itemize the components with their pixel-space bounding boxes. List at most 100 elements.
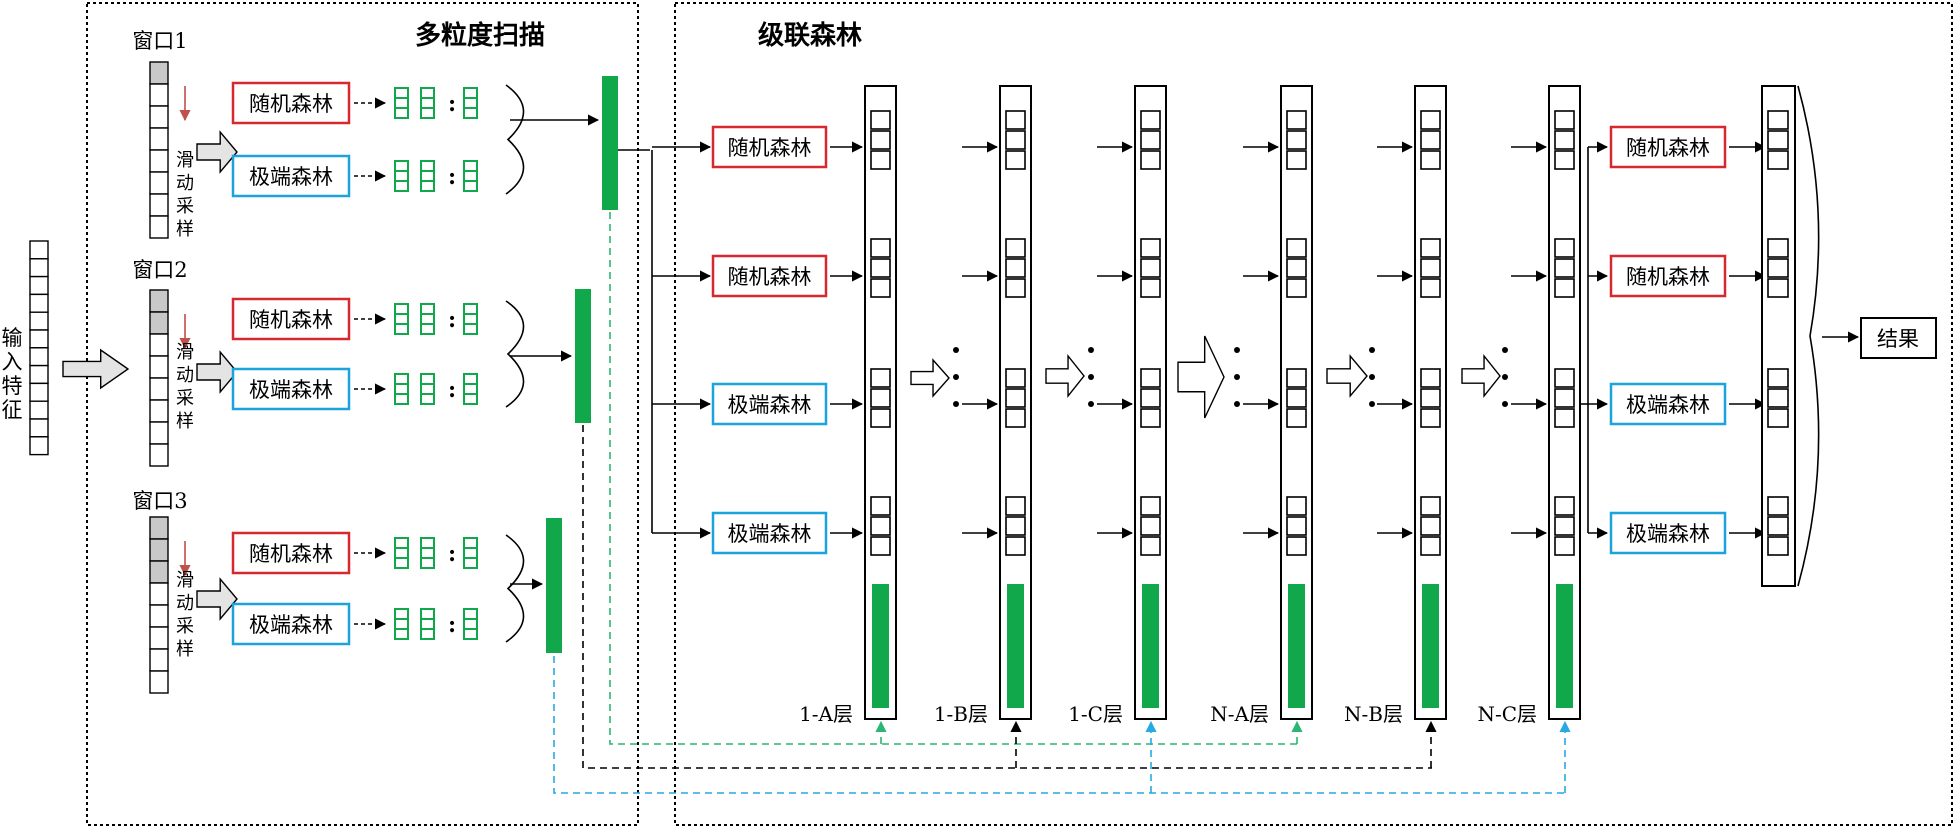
layer-cell bbox=[1420, 516, 1441, 536]
vector-ellipsis: : bbox=[448, 164, 456, 190]
layer-cell bbox=[1005, 130, 1026, 150]
input-cell bbox=[29, 364, 49, 385]
random-forest-box bbox=[231, 81, 351, 125]
final-layer-cell bbox=[1767, 238, 1789, 258]
class-vector-icon bbox=[463, 537, 478, 569]
section-title-cascade: 级联森林 bbox=[758, 20, 862, 51]
layer-transition-dots-dot bbox=[953, 374, 959, 380]
cascade-input-forest-label: 随机森林 bbox=[728, 136, 812, 160]
cascade-input-forest-label: 随机森林 bbox=[728, 265, 812, 289]
window-cell bbox=[149, 127, 169, 151]
layer-cell bbox=[1140, 110, 1161, 130]
window-cell bbox=[149, 377, 169, 401]
cascade-input-forest-label: 极端森林 bbox=[728, 393, 812, 417]
layer-cell bbox=[1286, 496, 1307, 516]
final-layer-cell bbox=[1767, 536, 1789, 556]
sliding-label-char: 动 bbox=[176, 593, 194, 614]
layer-cell bbox=[1286, 278, 1307, 298]
layer-cell bbox=[1286, 536, 1307, 556]
merge-brace bbox=[505, 84, 525, 195]
window-cell bbox=[149, 105, 169, 129]
input-cell bbox=[29, 240, 49, 260]
layer-cell bbox=[1005, 278, 1026, 298]
layer-cell bbox=[1420, 110, 1441, 130]
layer-feature-bar bbox=[872, 584, 889, 708]
input-label-char: 特 bbox=[2, 374, 23, 398]
final-forest-box bbox=[1609, 125, 1727, 169]
sliding-label-char: 滑 bbox=[176, 342, 194, 363]
random-forest-box bbox=[231, 297, 351, 341]
layer-cell bbox=[1005, 536, 1026, 556]
layer-transition-dots-dot bbox=[953, 401, 959, 407]
layer-cell bbox=[1286, 150, 1307, 170]
class-vector-icon bbox=[463, 160, 478, 192]
layer-feature-bar bbox=[1007, 584, 1024, 708]
merge-brace bbox=[505, 300, 525, 408]
random-forest-box-label: 随机森林 bbox=[249, 92, 333, 116]
layer-cell bbox=[1420, 408, 1441, 428]
layer-cell bbox=[1286, 130, 1307, 150]
layer-transition-dots-dot bbox=[1088, 374, 1094, 380]
layer-feature-bar bbox=[1556, 584, 1573, 708]
layer-cell bbox=[1005, 258, 1026, 278]
multi-grain-frame bbox=[86, 2, 639, 826]
layer-transition-arrow bbox=[1461, 354, 1501, 398]
layer-cell bbox=[1140, 408, 1161, 428]
cascade-input-forest bbox=[711, 382, 828, 426]
cascade-input-forest bbox=[711, 511, 828, 555]
input-label-char: 征 bbox=[2, 398, 23, 422]
black-dashed-route bbox=[582, 425, 1432, 769]
layer-transition-dots-dot bbox=[1502, 374, 1508, 380]
layer-cell bbox=[1554, 110, 1575, 130]
final-layer-cell bbox=[1767, 110, 1789, 130]
layer-cell bbox=[870, 150, 891, 170]
layer-cell bbox=[1286, 258, 1307, 278]
window-label: 窗口2 bbox=[132, 258, 187, 282]
class-vector-icon bbox=[463, 87, 478, 119]
window-cell bbox=[149, 215, 169, 239]
layer-cell bbox=[1554, 130, 1575, 150]
sliding-label-char: 动 bbox=[176, 365, 194, 386]
concat-feature-bar bbox=[575, 289, 591, 423]
sliding-arrow bbox=[196, 130, 238, 174]
layer-transition-dots-dot bbox=[1369, 401, 1375, 407]
window-cell bbox=[149, 399, 169, 423]
layer-transition-arrow bbox=[1326, 354, 1368, 398]
layer-cell bbox=[1554, 278, 1575, 298]
layer-cell bbox=[1140, 496, 1161, 516]
cascade-layer: N-B层 bbox=[1344, 85, 1447, 726]
extreme-forest-box bbox=[231, 154, 351, 198]
layer-cell bbox=[1005, 388, 1026, 408]
input-cell bbox=[29, 293, 49, 313]
sliding-label-char: 样 bbox=[176, 411, 194, 432]
window-cell bbox=[149, 516, 169, 540]
section-title-multi-grain: 多粒度扫描 bbox=[415, 20, 545, 51]
final-layer-cell bbox=[1767, 258, 1789, 278]
concat-feature-bar bbox=[546, 518, 562, 653]
layer-feature-bar bbox=[1422, 584, 1439, 708]
layer-cell bbox=[1286, 110, 1307, 130]
input-cell bbox=[29, 400, 49, 420]
layer-cell bbox=[1005, 516, 1026, 536]
class-vector-icon bbox=[463, 303, 478, 335]
class-vector-icon bbox=[394, 87, 409, 119]
layer-cell bbox=[870, 368, 891, 388]
vector-ellipsis: : bbox=[448, 91, 456, 117]
layer-cell bbox=[1286, 388, 1307, 408]
class-vector-icon bbox=[394, 303, 409, 335]
window-cell bbox=[149, 626, 169, 650]
layer-cell bbox=[870, 278, 891, 298]
layer-cell bbox=[870, 536, 891, 556]
random-forest-box bbox=[231, 531, 351, 575]
layer-cell bbox=[870, 516, 891, 536]
vector-ellipsis: : bbox=[448, 612, 456, 638]
cascade-layer: N-C层 bbox=[1477, 85, 1581, 726]
final-merge-brace bbox=[1797, 85, 1820, 587]
random-forest-box-label: 随机森林 bbox=[249, 308, 333, 332]
layer-transition-dots-dot bbox=[1088, 347, 1094, 353]
layer-cell bbox=[1140, 150, 1161, 170]
window-cell bbox=[149, 289, 169, 313]
